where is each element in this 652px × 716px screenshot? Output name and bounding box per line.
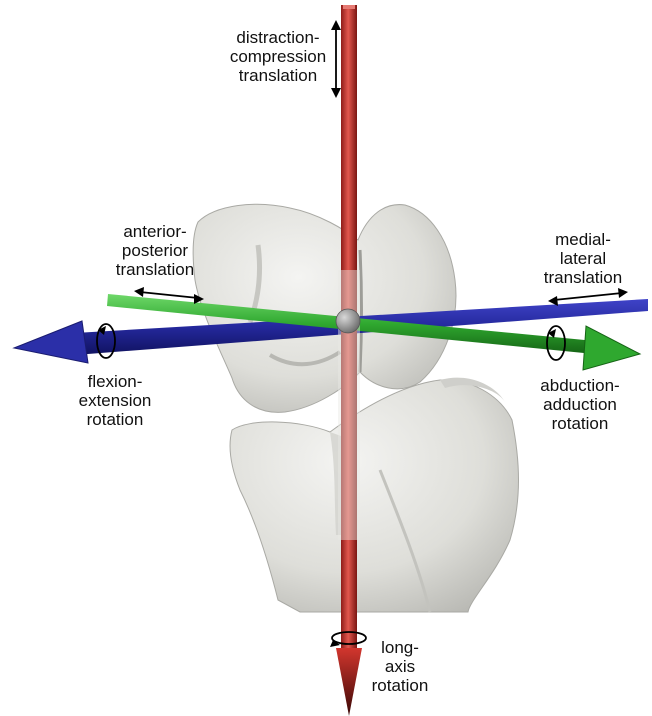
- medial-label-line1: medial-: [533, 230, 633, 249]
- distraction-arrow-icon: [331, 20, 341, 98]
- distraction-label-line1: distraction-: [226, 28, 330, 47]
- tibia-bone: [230, 378, 518, 612]
- medial-lateral-label: medial- lateral translation: [533, 230, 633, 287]
- flexion-label-line3: rotation: [65, 410, 165, 429]
- medial-label-line2: lateral: [533, 249, 633, 268]
- anterior-label-line1: anterior-: [100, 222, 210, 241]
- joint-center-sphere: [336, 309, 360, 333]
- anterior-label-line3: translation: [100, 260, 210, 279]
- abduction-label-line2: adduction: [526, 395, 634, 414]
- medial-label-line3: translation: [533, 268, 633, 287]
- distraction-label-line3: translation: [226, 66, 330, 85]
- flexion-label-line1: flexion-: [65, 372, 165, 391]
- abduction-label-line3: rotation: [526, 414, 634, 433]
- longaxis-label-line3: rotation: [365, 676, 435, 695]
- distraction-label: distraction- compression translation: [226, 28, 330, 85]
- long-axis-label: long- axis rotation: [365, 638, 435, 695]
- longaxis-label-line1: long-: [365, 638, 435, 657]
- flexion-extension-label: flexion- extension rotation: [65, 372, 165, 429]
- anterior-label-line2: posterior: [100, 241, 210, 260]
- flexion-label-line2: extension: [65, 391, 165, 410]
- longaxis-label-line2: axis: [365, 657, 435, 676]
- abduction-adduction-label: abduction- adduction rotation: [526, 376, 634, 433]
- abduction-label-line1: abduction-: [526, 376, 634, 395]
- anterior-posterior-label: anterior- posterior translation: [100, 222, 210, 279]
- distraction-label-line2: compression: [226, 47, 330, 66]
